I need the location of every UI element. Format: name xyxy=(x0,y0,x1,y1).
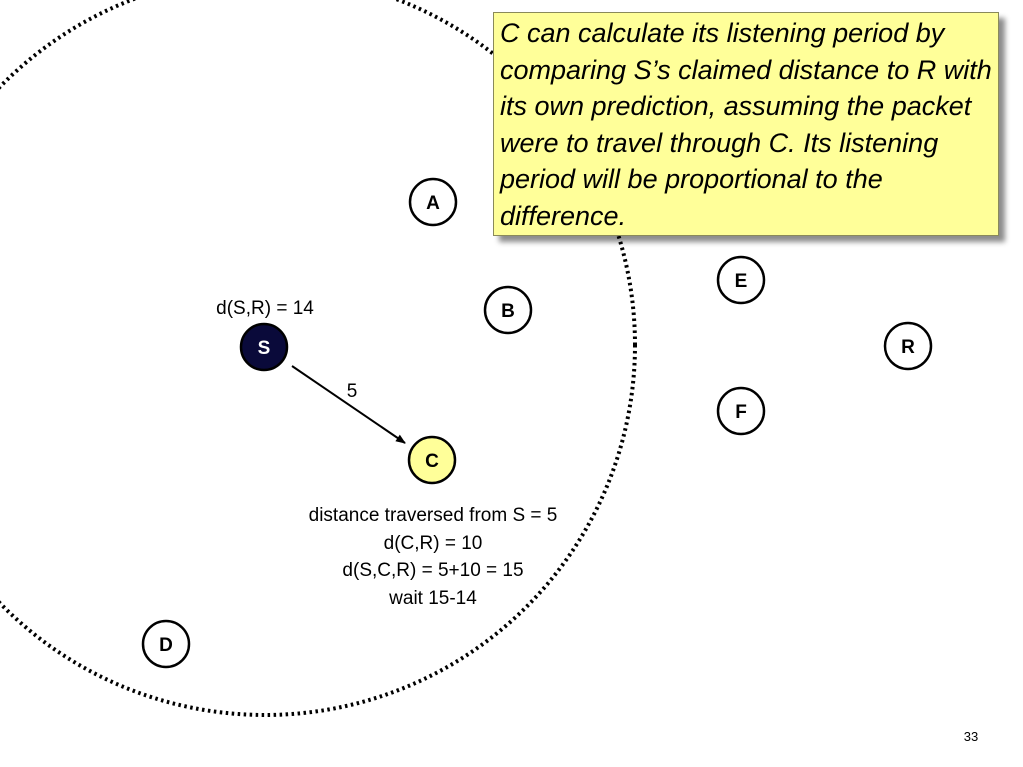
node-a[interactable]: A xyxy=(408,177,458,227)
node-d-label: D xyxy=(159,635,173,656)
claimed-distance-label: d(S,R) = 14 xyxy=(216,298,314,319)
node-r-circle xyxy=(883,321,933,371)
node-s-circle xyxy=(239,322,289,372)
info-line-dscr: d(S,C,R) = 5+10 = 15 xyxy=(342,560,524,581)
node-b-circle xyxy=(483,285,533,335)
node-f[interactable]: F xyxy=(716,386,766,436)
node-a-circle xyxy=(408,177,458,227)
info-line-dcr: d(C,R) = 10 xyxy=(383,532,483,554)
node-c-circle xyxy=(407,435,457,485)
node-e-label: E xyxy=(735,271,748,292)
node-f-label: F xyxy=(735,402,747,423)
callout-text: C can calculate its listening period by … xyxy=(500,18,992,231)
node-d[interactable]: D xyxy=(141,619,191,669)
node-e[interactable]: E xyxy=(716,255,766,305)
node-s[interactable]: S xyxy=(239,322,289,372)
node-b[interactable]: B xyxy=(483,285,533,335)
transmission-range-circle xyxy=(0,0,637,717)
node-e-circle xyxy=(716,255,766,305)
slide-number: 33 xyxy=(963,729,979,744)
node-d-circle xyxy=(141,619,191,669)
node-b-label: B xyxy=(501,301,515,322)
edge-weight-label: 5 xyxy=(347,381,358,402)
node-a-label: A xyxy=(426,193,440,214)
calculation-info: distance traversed from S = 5 d(C,R) = 1… xyxy=(272,502,594,612)
node-c[interactable]: C xyxy=(407,435,457,485)
node-s-label: S xyxy=(258,338,271,359)
edge-s-to-c xyxy=(291,365,406,444)
explanation-callout: C can calculate its listening period by … xyxy=(493,12,999,236)
info-line-wait: wait 15-14 xyxy=(389,587,477,609)
node-c-label: C xyxy=(425,451,439,472)
info-line-traversed: distance traversed from S = 5 xyxy=(308,505,558,526)
node-r[interactable]: R xyxy=(883,321,933,371)
node-f-circle xyxy=(716,386,766,436)
node-r-label: R xyxy=(901,337,915,358)
